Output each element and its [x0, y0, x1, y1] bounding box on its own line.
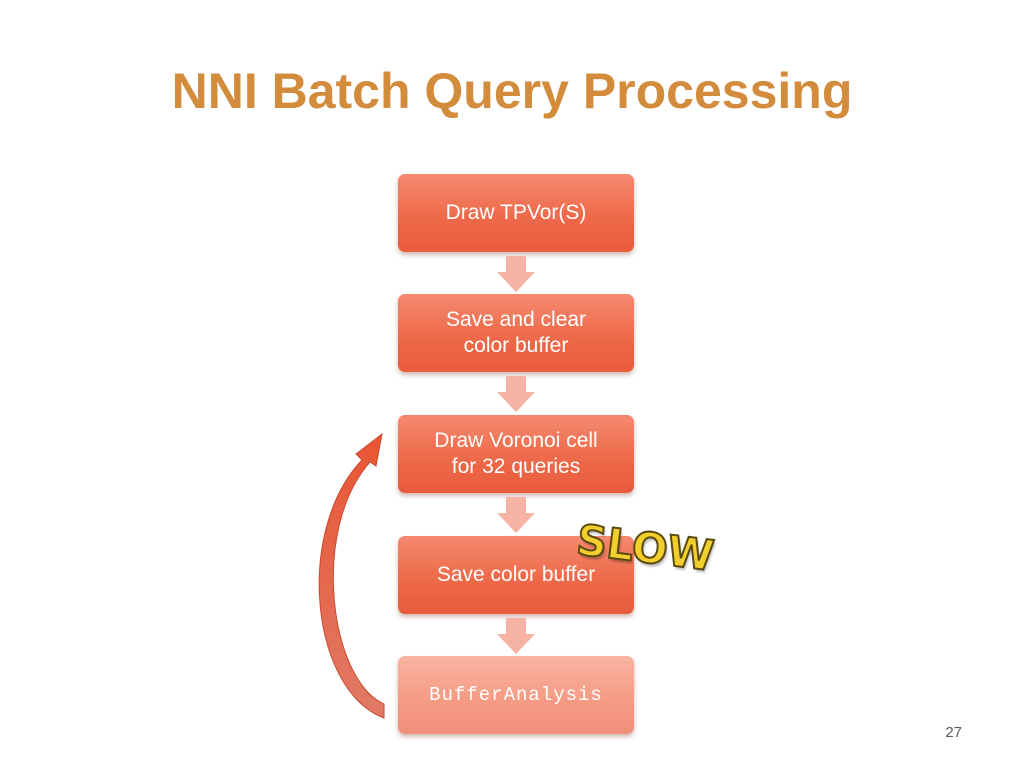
page-number: 27 [945, 724, 962, 741]
down-arrow-icon [497, 497, 535, 533]
loop-back-arrow-icon [318, 432, 385, 719]
flow-step-buffer-analysis: BufferAnalysis [398, 656, 634, 734]
down-arrow-icon [497, 376, 535, 412]
flow-step-save-color: Save color buffer [398, 536, 634, 614]
flow-step-draw-tpvor: Draw TPVor(S) [398, 174, 634, 252]
flow-step-draw-voronoi: Draw Voronoi cell for 32 queries [398, 415, 634, 493]
down-arrow-icon [497, 618, 535, 654]
down-arrow-icon [497, 256, 535, 292]
slide-title: NNI Batch Query Processing [171, 63, 853, 119]
flow-step-save-clear: Save and clear color buffer [398, 294, 634, 372]
